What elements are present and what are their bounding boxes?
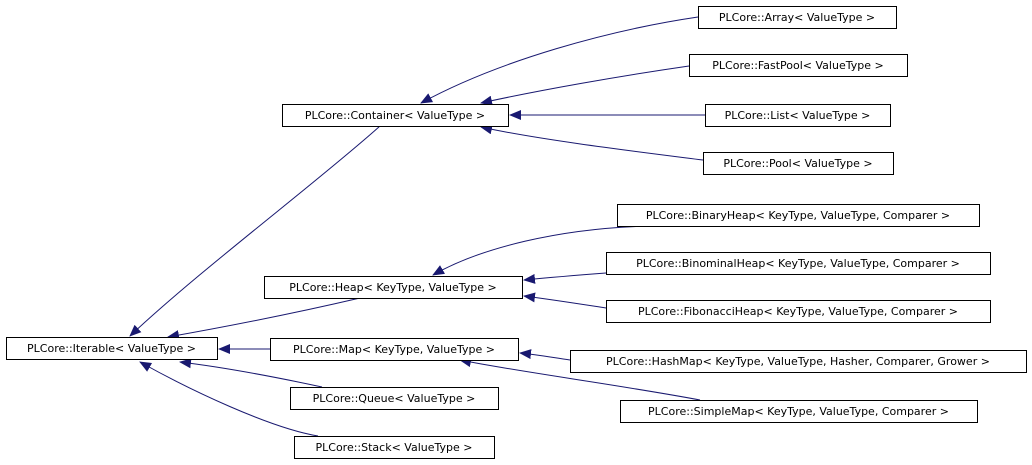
node-label: PLCore::Pool< ValueType > [723, 157, 872, 170]
node-heap[interactable]: PLCore::Heap< KeyType, ValueType > [264, 276, 523, 299]
node-label: PLCore::Queue< ValueType > [313, 392, 476, 405]
edge-pool-to-container [480, 124, 704, 161]
node-label: PLCore::SimpleMap< KeyType, ValueType, C… [648, 405, 949, 418]
edges-layer [129, 16, 705, 437]
node-box[interactable] [570, 350, 1027, 373]
node-box[interactable] [290, 387, 499, 410]
node-box[interactable] [689, 54, 908, 77]
node-box[interactable] [264, 276, 523, 299]
node-box[interactable] [698, 6, 897, 29]
node-fastpool[interactable]: PLCore::FastPool< ValueType > [689, 54, 908, 77]
node-array[interactable]: PLCore::Array< ValueType > [698, 6, 897, 29]
node-map[interactable]: PLCore::Map< KeyType, ValueType > [270, 338, 519, 361]
node-box[interactable] [282, 104, 509, 127]
node-box[interactable] [6, 337, 218, 360]
node-label: PLCore::BinominalHeap< KeyType, ValueTyp… [636, 257, 960, 270]
node-box[interactable] [620, 400, 978, 423]
node-list[interactable]: PLCore::List< ValueType > [705, 104, 891, 127]
node-simplemap[interactable]: PLCore::SimpleMap< KeyType, ValueType, C… [620, 400, 978, 423]
node-label: PLCore::Map< KeyType, ValueType > [293, 343, 495, 356]
node-label: PLCore::List< ValueType > [725, 109, 871, 122]
edge-binominalheap-to-heap [523, 272, 607, 284]
node-box[interactable] [606, 252, 991, 275]
node-label: PLCore::BinaryHeap< KeyType, ValueType, … [646, 209, 950, 222]
edge-binaryheap-to-heap [432, 225, 651, 276]
node-box[interactable] [617, 204, 980, 227]
node-label: PLCore::Iterable< ValueType > [27, 342, 196, 355]
node-box[interactable] [270, 338, 519, 361]
edge-queue-to-iterable [179, 358, 323, 388]
node-box[interactable] [294, 436, 495, 459]
edge-hashmap-to-map [519, 349, 571, 361]
node-hashmap[interactable]: PLCore::HashMap< KeyType, ValueType, Has… [570, 350, 1027, 373]
edge-container-to-iterable [129, 125, 381, 337]
node-label: PLCore::Heap< KeyType, ValueType > [289, 281, 497, 294]
node-box[interactable] [705, 104, 891, 127]
edge-simplemap-to-map [459, 357, 701, 401]
node-label: PLCore::Array< ValueType > [719, 11, 875, 24]
node-stack[interactable]: PLCore::Stack< ValueType > [294, 436, 495, 459]
node-binaryheap[interactable]: PLCore::BinaryHeap< KeyType, ValueType, … [617, 204, 980, 227]
edge-fibonacciheap-to-heap [523, 292, 607, 309]
node-fibonacciheap[interactable]: PLCore::FibonacciHeap< KeyType, ValueTyp… [606, 300, 991, 323]
node-iterable[interactable]: PLCore::Iterable< ValueType > [6, 337, 218, 360]
node-pool[interactable]: PLCore::Pool< ValueType > [703, 152, 894, 175]
node-label: PLCore::Stack< ValueType > [316, 441, 473, 454]
node-box[interactable] [606, 300, 991, 323]
node-label: PLCore::FastPool< ValueType > [712, 59, 883, 72]
nodes-layer: PLCore::Iterable< ValueType > PLCore::Con… [6, 6, 1027, 459]
node-label: PLCore::FibonacciHeap< KeyType, ValueTyp… [638, 305, 958, 318]
node-box[interactable] [703, 152, 894, 175]
edge-heap-to-iterable [167, 297, 361, 341]
node-label: PLCore::HashMap< KeyType, ValueType, Has… [606, 355, 990, 368]
node-label: PLCore::Container< ValueType > [305, 109, 485, 122]
node-container[interactable]: PLCore::Container< ValueType > [282, 104, 509, 127]
edge-fastpool-to-container [480, 65, 690, 106]
node-binominalheap[interactable]: PLCore::BinominalHeap< KeyType, ValueTyp… [606, 252, 991, 275]
node-queue[interactable]: PLCore::Queue< ValueType > [290, 387, 499, 410]
edge-stack-to-iterable [139, 361, 319, 437]
edge-array-to-container [420, 16, 699, 104]
